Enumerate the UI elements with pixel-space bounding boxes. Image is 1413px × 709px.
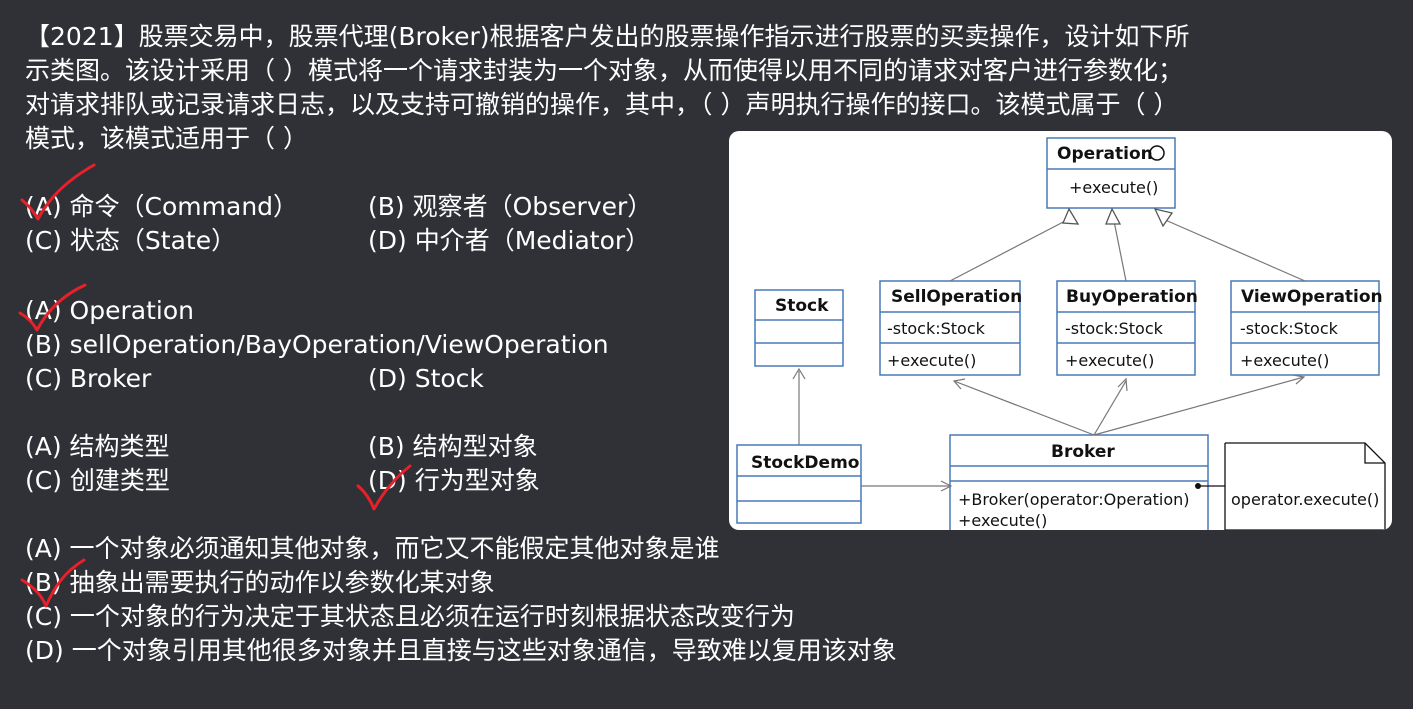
q4-option-d: (D) 一个对象引用其他很多对象并且直接与这些对象通信，导致难以复用该对象 <box>25 636 897 665</box>
buy-realize-triangle <box>1105 207 1122 225</box>
uml-class-diagram: Operation +execute() SellOperation -stoc… <box>729 131 1392 530</box>
buy-attr: -stock:Stock <box>1065 319 1164 338</box>
class-view-operation: ViewOperation -stock:Stock +execute() <box>1230 280 1383 376</box>
sell-arrowhead <box>952 378 966 390</box>
q3-option-a: (A) 结构类型 <box>25 432 170 461</box>
q3-option-c: (C) 创建类型 <box>25 466 170 495</box>
question-line-3: 对请求排队或记录请求日志，以及支持可撤销的操作，其中，（ ）声明执行操作的接口。… <box>25 90 1179 119</box>
view-arrowhead <box>1292 374 1306 385</box>
note-anchor-dot <box>1195 483 1201 489</box>
note-operator-execute: operator.execute() <box>1224 442 1386 530</box>
broker-class-name: Broker <box>1051 442 1115 462</box>
q2-option-b: (B) sellOperation/BayOperation/ViewOpera… <box>25 330 609 359</box>
uml-diagram-svg: Operation +execute() SellOperation -stoc… <box>736 137 1386 530</box>
q2-option-a: (A) Operation <box>25 296 194 325</box>
broker-constructor: +Broker(operator:Operation) <box>958 490 1190 509</box>
class-stockdemo: StockDemo <box>736 444 862 524</box>
q3-row-2: (C) 创建类型 (D) 行为型对象 <box>25 464 540 498</box>
stock-arrowhead <box>792 367 806 380</box>
class-broker: Broker +Broker(operator:Operation) +exec… <box>949 434 1209 530</box>
operation-class-name: Operation <box>1057 144 1153 164</box>
stock-class-name: Stock <box>775 296 829 316</box>
q2-option-d: (D) Stock <box>368 364 484 393</box>
note-text: operator.execute() <box>1231 490 1379 509</box>
view-method: +execute() <box>1240 351 1329 370</box>
q3-row-1: (A) 结构类型 (B) 结构型对象 <box>25 430 538 464</box>
buy-arrowhead <box>1117 377 1128 392</box>
q1-option-c: (C) 状态（State） <box>25 226 237 255</box>
q3-option-b: (B) 结构型对象 <box>368 432 538 461</box>
view-attr: -stock:Stock <box>1240 319 1339 338</box>
q1-option-a: (A) 命令（Command） <box>25 192 299 221</box>
question-line-4: 模式，该模式适用于（ ） <box>25 124 308 153</box>
view-class-name: ViewOperation <box>1241 287 1383 307</box>
sell-realizes-arrow <box>949 218 1070 282</box>
view-realize-triangle <box>1153 208 1174 228</box>
sell-realize-triangle <box>1062 207 1080 225</box>
question-line-1: 【2021】股票交易中，股票代理(Broker)根据客户发出的股票操作指示进行股… <box>25 22 1190 51</box>
broker-method: +execute() <box>958 511 1047 530</box>
buy-method: +execute() <box>1065 351 1154 370</box>
sell-attr: -stock:Stock <box>887 319 986 338</box>
question-line-2: 示类图。该设计采用（ ）模式将一个请求封装为一个对象，从而使得以用不同的请求对客… <box>25 56 1183 85</box>
q4-option-c: (C) 一个对象的行为决定于其状态且必须在运行时刻根据状态改变行为 <box>25 602 795 631</box>
sell-method: +execute() <box>887 351 976 370</box>
buy-class-name: BuyOperation <box>1066 287 1198 307</box>
q2-option-c: (C) Broker <box>25 364 152 393</box>
broker-arrowhead <box>940 480 953 492</box>
operation-method: +execute() <box>1069 178 1158 197</box>
q1-option-d: (D) 中介者（Mediator） <box>368 226 651 255</box>
q1-row-2: (C) 状态（State） (D) 中介者（Mediator） <box>25 224 650 258</box>
q4-option-a: (A) 一个对象必须通知其他对象，而它又不能假定其他对象是谁 <box>25 534 720 563</box>
view-realizes-arrow <box>1162 218 1306 282</box>
q1-option-b: (B) 观察者（Observer） <box>368 192 653 221</box>
buy-realizes-arrow <box>1113 220 1127 282</box>
q3-option-d: (D) 行为型对象 <box>368 466 540 495</box>
class-stock: Stock <box>754 289 844 367</box>
broker-to-view-arrow <box>1093 376 1305 436</box>
class-buy-operation: BuyOperation -stock:Stock +execute() <box>1056 280 1198 376</box>
q1-row-1: (A) 命令（Command） (B) 观察者（Observer） <box>25 190 652 224</box>
sell-class-name: SellOperation <box>891 287 1022 307</box>
broker-to-sell-arrow <box>953 380 1095 436</box>
q4-option-b: (B) 抽象出需要执行的动作以参数化某对象 <box>25 568 495 597</box>
q2-row-3: (C) Broker (D) Stock <box>25 362 484 396</box>
broker-to-buy-arrow <box>1093 380 1127 436</box>
interface-circle-icon <box>1149 145 1165 161</box>
class-operation: Operation +execute() <box>1046 137 1176 209</box>
stockdemo-class-name: StockDemo <box>751 453 859 473</box>
class-sell-operation: SellOperation -stock:Stock +execute() <box>879 280 1022 376</box>
